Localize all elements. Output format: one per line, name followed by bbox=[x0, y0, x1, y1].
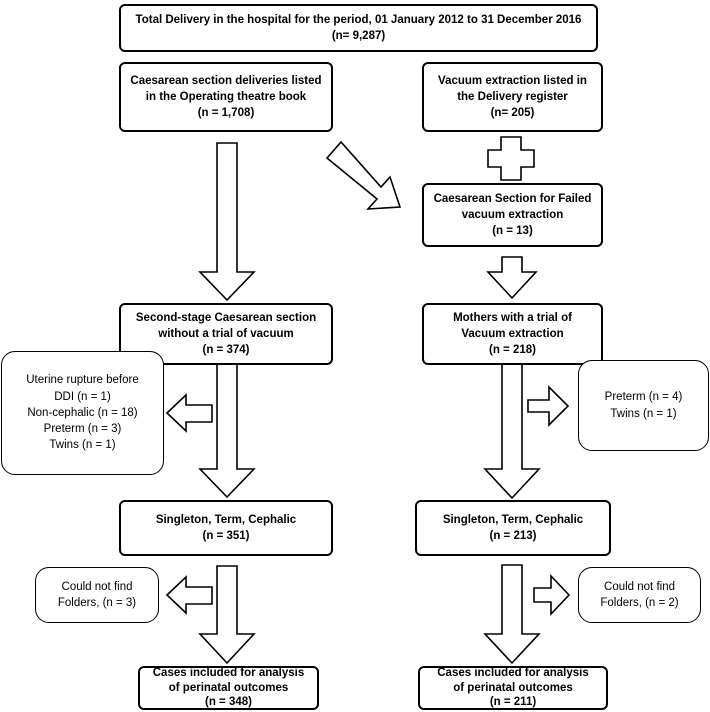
cs-failed-ve-count: (n = 13) bbox=[492, 225, 533, 238]
folders-left-line1: Could not find bbox=[61, 580, 133, 593]
arrow-left-to-folders-left bbox=[165, 575, 213, 615]
arrow-down-second-stage-to-stc-left bbox=[198, 363, 256, 499]
excluded-left-box: Uterine rupture before DDI (n = 1) Non-c… bbox=[1, 351, 164, 475]
final-left-line1: Cases included for analysis bbox=[152, 666, 305, 679]
ve-listed-count: (n= 205) bbox=[490, 107, 535, 120]
folders-right-line1: Could not find bbox=[604, 580, 675, 593]
excluded-right-line2: Twins (n = 1) bbox=[610, 407, 677, 420]
cs-listed-box: Caesarean section deliveries listed in t… bbox=[119, 62, 333, 132]
trial-ve-count: (n = 218) bbox=[489, 344, 536, 357]
stc-left-box: Singleton, Term, Cephalic (n = 351) bbox=[119, 500, 333, 556]
stc-left-line1: Singleton, Term, Cephalic bbox=[155, 513, 297, 526]
cs-listed-line1: Caesarean section deliveries listed bbox=[130, 74, 322, 87]
excluded-left-line3: Non-cephalic (n = 18) bbox=[27, 406, 138, 419]
final-right-box: Cases included for analysis of perinatal… bbox=[418, 666, 608, 710]
cs-listed-line2: in the Operating theatre book bbox=[145, 90, 307, 103]
excluded-right-line1: Preterm (n = 4) bbox=[604, 391, 683, 404]
arrow-right-to-excluded-right bbox=[527, 385, 570, 427]
trial-ve-box: Mothers with a trial of Vacuum extractio… bbox=[422, 303, 603, 365]
excluded-right-box: Preterm (n = 4) Twins (n = 1) bbox=[578, 360, 709, 451]
final-right-line2: of perinatal outcomes bbox=[453, 681, 573, 694]
cs-failed-ve-box: Caesarean Section for Failed vacuum extr… bbox=[422, 183, 603, 247]
total-delivery-box: Total Delivery in the hospital for the p… bbox=[119, 4, 598, 52]
ve-listed-line2: the Delivery register bbox=[457, 90, 568, 103]
folders-left-line2: Folders, (n = 3) bbox=[57, 597, 137, 609]
final-right-count: (n = 211) bbox=[489, 696, 537, 709]
arrow-right-to-folders-right bbox=[533, 573, 571, 617]
final-left-count: (n = 348) bbox=[205, 696, 252, 709]
folders-left-box: Could not find Folders, (n = 3) bbox=[35, 567, 159, 623]
final-left-line2: of perinatal outcomes bbox=[168, 681, 289, 694]
excluded-left-line2: DDI (n = 1) bbox=[54, 390, 111, 403]
stc-right-count: (n = 213) bbox=[489, 530, 537, 542]
second-stage-cs-line1: Second-stage Caesarean section bbox=[135, 311, 317, 324]
excluded-left-line1: Uterine rupture before bbox=[26, 374, 139, 387]
excluded-left-line4: Preterm (n = 3) bbox=[43, 423, 122, 436]
second-stage-cs-line2: without a trial of vacuum bbox=[158, 327, 294, 340]
folders-right-line2: Folders, (n = 2) bbox=[600, 597, 679, 609]
final-right-line1: Cases included for analysis bbox=[437, 666, 589, 679]
total-delivery-count: (n= 9,287) bbox=[331, 30, 386, 42]
cs-failed-ve-line1: Caesarean Section for Failed bbox=[433, 192, 592, 205]
ve-listed-box: Vacuum extraction listed in the Delivery… bbox=[422, 62, 603, 132]
arrow-down-trial-ve-to-stc-right bbox=[483, 362, 541, 500]
trial-ve-line2: Vacuum extraction bbox=[461, 327, 564, 340]
second-stage-cs-count: (n = 374) bbox=[202, 344, 250, 357]
arrow-diagonal-cs-to-cs-failed bbox=[325, 140, 402, 210]
ve-listed-line1: Vacuum extraction listed in bbox=[438, 74, 587, 87]
final-left-box: Cases included for analysis of perinatal… bbox=[138, 666, 319, 710]
trial-ve-line1: Mothers with a trial of bbox=[453, 311, 572, 324]
folders-right-box: Could not find Folders, (n = 2) bbox=[578, 567, 701, 623]
excluded-left-line5: Twins (n = 1) bbox=[49, 439, 116, 452]
arrow-down-cs-failed-to-trial-ve bbox=[486, 256, 538, 300]
cs-failed-ve-line2: vacuum extraction bbox=[461, 208, 564, 221]
arrow-down-cs-to-second-stage bbox=[198, 142, 256, 302]
stc-right-line1: Singleton, Term, Cephalic bbox=[442, 513, 584, 526]
stc-left-count: (n = 351) bbox=[202, 530, 250, 542]
arrow-left-to-excluded-left bbox=[165, 393, 213, 433]
arrow-down-stc-right-to-final-right bbox=[483, 564, 541, 665]
stc-right-box: Singleton, Term, Cephalic (n = 213) bbox=[415, 500, 611, 556]
total-delivery-title: Total Delivery in the hospital for the p… bbox=[135, 13, 582, 26]
arrow-down-stc-left-to-final-left bbox=[198, 565, 256, 665]
plus-icon bbox=[487, 136, 535, 181]
cs-listed-count: (n = 1,708) bbox=[197, 107, 255, 120]
